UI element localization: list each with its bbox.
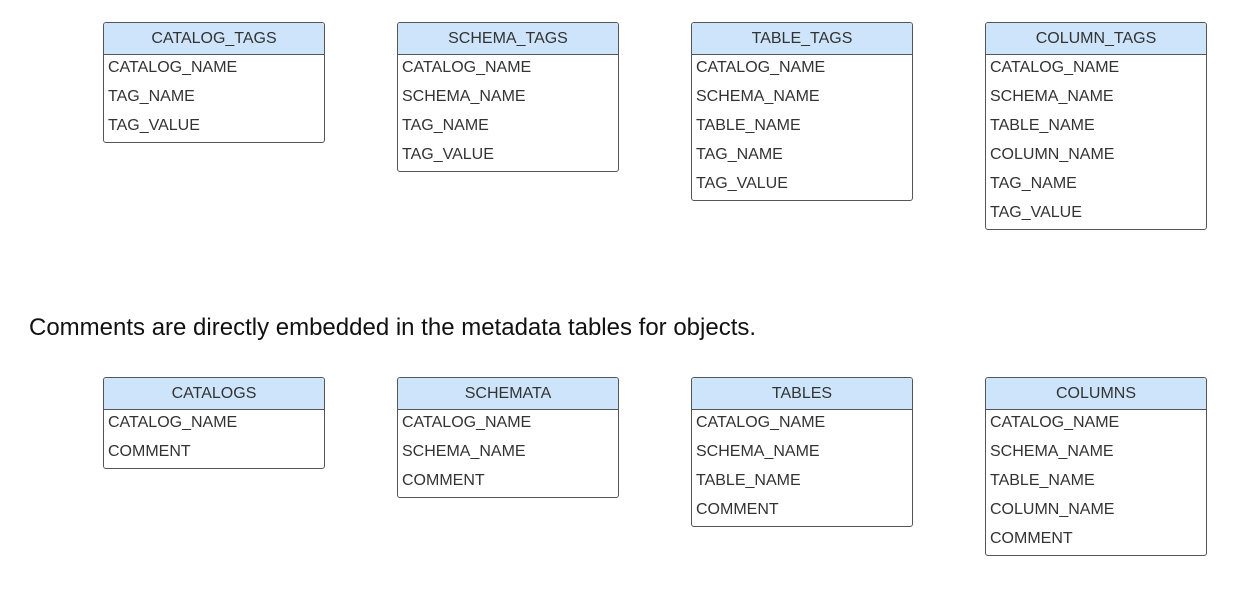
entity-field: CATALOG_NAME — [402, 59, 532, 76]
entity-field: CATALOG_NAME — [990, 59, 1120, 76]
entity-field: TAG_NAME — [990, 175, 1077, 192]
entity-field: TAG_VALUE — [402, 146, 494, 163]
entity-field: TAG_VALUE — [696, 175, 788, 192]
entity-field: SCHEMA_NAME — [696, 443, 820, 460]
entity-field: TAG_NAME — [402, 117, 489, 134]
entity-schemata: SCHEMATA CATALOG_NAME SCHEMA_NAME COMMEN… — [397, 377, 619, 498]
entity-field: TAG_NAME — [696, 146, 783, 163]
entity-field: SCHEMA_NAME — [402, 88, 526, 105]
entity-field: TABLE_NAME — [696, 472, 801, 489]
entity-schema-tags: SCHEMA_TAGS CATALOG_NAME SCHEMA_NAME TAG… — [397, 22, 619, 172]
entity-field: TAG_VALUE — [108, 117, 200, 134]
entity-catalog-tags: CATALOG_TAGS CATALOG_NAME TAG_NAME TAG_V… — [103, 22, 325, 143]
entity-columns: COLUMNS CATALOG_NAME SCHEMA_NAME TABLE_N… — [985, 377, 1207, 556]
entity-table-tags: TABLE_TAGS CATALOG_NAME SCHEMA_NAME TABL… — [691, 22, 913, 201]
entity-header: COLUMN_TAGS — [986, 23, 1206, 55]
entity-tables: TABLES CATALOG_NAME SCHEMA_NAME TABLE_NA… — [691, 377, 913, 527]
entity-field: CATALOG_NAME — [108, 414, 238, 431]
entity-field: COLUMN_NAME — [990, 146, 1115, 163]
entity-column-tags: COLUMN_TAGS CATALOG_NAME SCHEMA_NAME TAB… — [985, 22, 1207, 230]
entity-field: COLUMN_NAME — [990, 501, 1115, 518]
entity-field: CATALOG_NAME — [402, 414, 532, 431]
entity-field: TAG_VALUE — [990, 204, 1082, 221]
entity-field: CATALOG_NAME — [108, 59, 238, 76]
entity-field: COMMENT — [402, 472, 485, 489]
caption-text: Comments are directly embedded in the me… — [29, 314, 757, 341]
entity-field: SCHEMA_NAME — [990, 443, 1114, 460]
entity-field: COMMENT — [108, 443, 191, 460]
entity-field: CATALOG_NAME — [696, 59, 826, 76]
entity-header: CATALOGS — [104, 378, 324, 410]
entity-field: TABLE_NAME — [990, 472, 1095, 489]
entity-catalogs: CATALOGS CATALOG_NAME COMMENT — [103, 377, 325, 469]
entity-header: SCHEMA_TAGS — [398, 23, 618, 55]
entity-header: TABLE_TAGS — [692, 23, 912, 55]
entity-field: CATALOG_NAME — [990, 414, 1120, 431]
entity-field: TABLE_NAME — [990, 117, 1095, 134]
entity-header: CATALOG_TAGS — [104, 23, 324, 55]
entity-field: TAG_NAME — [108, 88, 195, 105]
entity-header: TABLES — [692, 378, 912, 410]
entity-header: COLUMNS — [986, 378, 1206, 410]
entity-field: SCHEMA_NAME — [402, 443, 526, 460]
entity-field: SCHEMA_NAME — [990, 88, 1114, 105]
entity-field: COMMENT — [696, 501, 779, 518]
entity-field: SCHEMA_NAME — [696, 88, 820, 105]
entity-field: COMMENT — [990, 530, 1073, 547]
entity-header: SCHEMATA — [398, 378, 618, 410]
entity-field: CATALOG_NAME — [696, 414, 826, 431]
entity-field: TABLE_NAME — [696, 117, 801, 134]
